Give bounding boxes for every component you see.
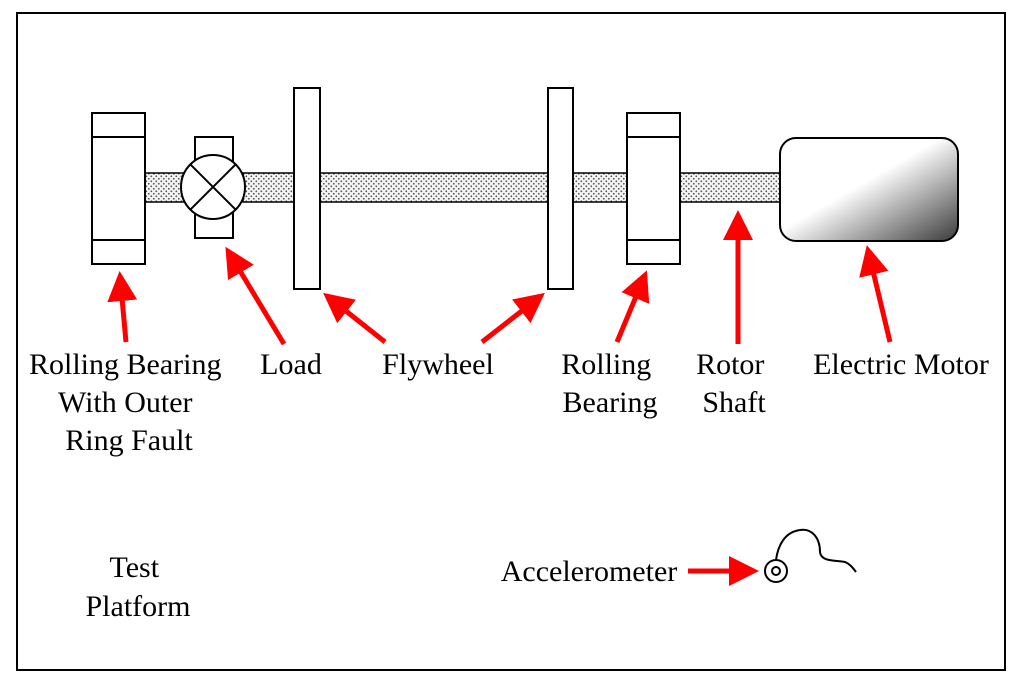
label-rotor-shaft: Rotor Shaft	[696, 348, 772, 419]
test-platform-frame	[16, 12, 1006, 671]
arrow-flywheel-left	[323, 292, 387, 344]
electric-motor	[779, 137, 959, 242]
label-flywheel: Flywheel	[382, 348, 494, 381]
faulty-rolling-bearing	[91, 112, 146, 265]
arrow-flywheel-right	[480, 292, 545, 344]
label-accelerometer: Accelerometer	[501, 555, 678, 588]
flywheel-left	[293, 87, 321, 290]
concentric-circle-sensor-icon	[764, 528, 857, 583]
flywheel-right	[547, 87, 574, 290]
load-unit	[180, 136, 246, 239]
arrow-rolling-bearing	[614, 270, 650, 343]
label-load: Load	[260, 348, 322, 381]
arrow-electric-motor	[859, 245, 893, 343]
rolling-bearing	[626, 112, 681, 265]
arrow-load	[225, 246, 287, 346]
label-faulty-bearing: Rolling Bearing With Outer Ring Fault	[29, 348, 229, 457]
label-rolling-bearing: Rolling Bearing	[561, 348, 659, 419]
arrows	[107, 210, 893, 586]
arrow-faulty-bearing	[107, 271, 138, 343]
label-test-platform: Test Platform	[86, 551, 191, 623]
label-electric-motor: Electric Motor	[813, 348, 989, 381]
